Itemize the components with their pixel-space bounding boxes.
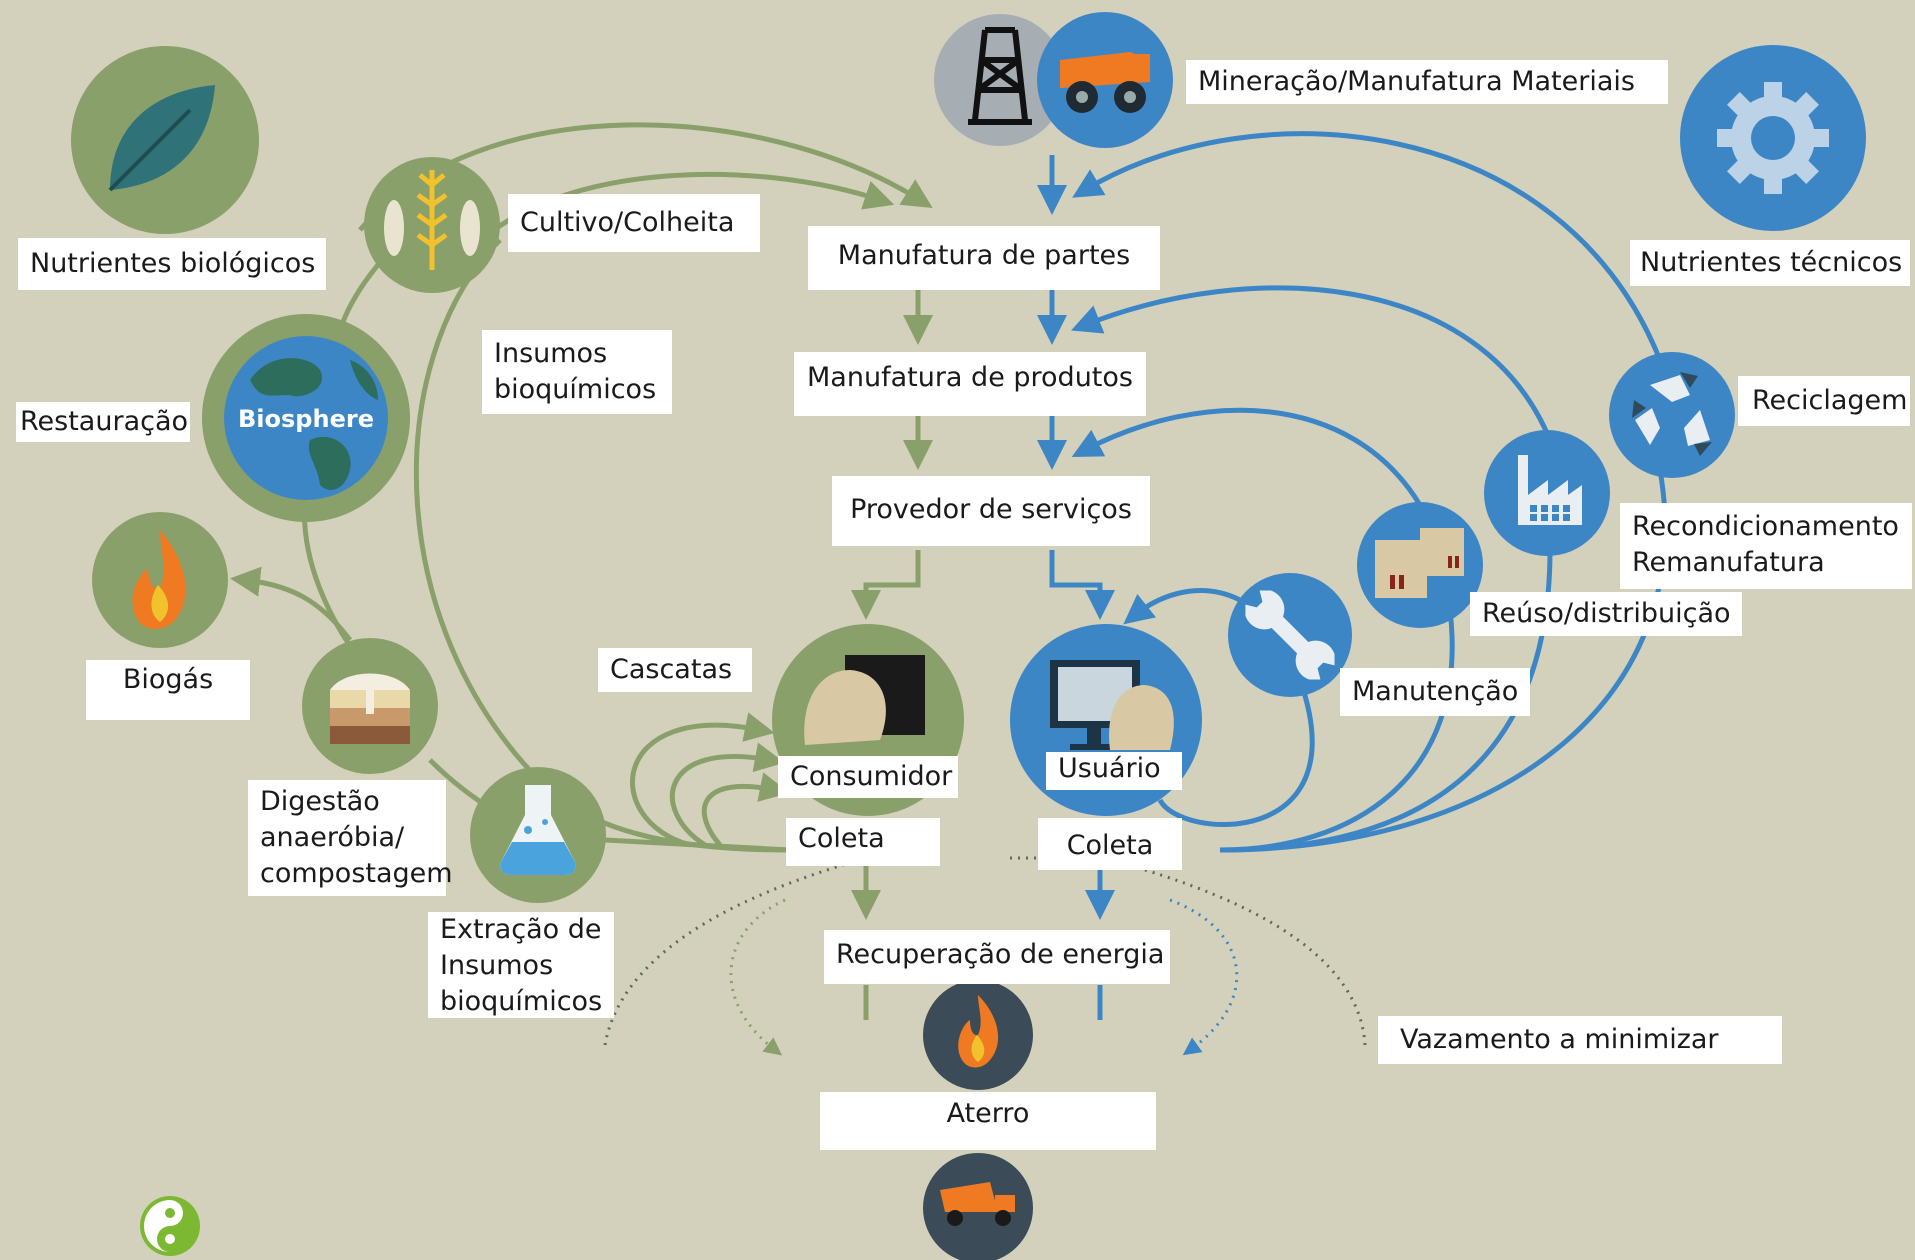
biochem-inputs-label: Insumos bioquímicos [482, 330, 672, 414]
refurbish-label: Recondicionamento Remanufatura [1620, 503, 1912, 589]
restoration-label: Restauração [16, 402, 190, 442]
extraction-label: Extração de Insumos bioquímicos [428, 912, 614, 1018]
cascades-label: Cascatas [598, 648, 752, 692]
collection-bio-label: Coleta [786, 818, 940, 866]
mining-truck-icon [1037, 12, 1173, 148]
wrench-icon [1228, 573, 1352, 697]
tech-loop-maintenance [1123, 588, 1242, 625]
mining-label: Mineração/Manufatura Materiais [1186, 60, 1668, 104]
biosphere-label: Biosphere [238, 405, 374, 433]
products-label: Manufatura de produtos [794, 352, 1146, 416]
maintenance-label: Manutenção [1340, 668, 1530, 716]
factory-icon [1484, 430, 1610, 556]
dump-truck-icon [923, 1153, 1033, 1260]
gear-icon [1680, 45, 1866, 231]
fire-icon [92, 512, 228, 648]
recycle-icon [1609, 352, 1735, 478]
user-label: Usuário [1046, 752, 1182, 790]
tech-loop-reuse [1071, 407, 1423, 507]
biogas-label: Biogás [86, 660, 250, 720]
cascade-1 [630, 712, 775, 848]
digestion-label: Digestão anaeróbia/ compostagem [248, 780, 453, 896]
yin-yang-logo-icon [140, 1196, 200, 1256]
recycling-label: Reciclagem [1738, 376, 1910, 426]
energy-fire-icon [923, 980, 1033, 1090]
bio-collection-line [604, 837, 791, 853]
cascade-3 [701, 772, 790, 847]
tech-loop-recycling [1072, 131, 1663, 361]
oil-rig-icon [934, 14, 1066, 146]
collection-tech-label: Coleta [1038, 818, 1182, 870]
consumer-label: Consumidor [778, 756, 958, 798]
cultivation-label: Cultivo/Colheita [508, 194, 760, 252]
wheat-fish-icon [364, 157, 500, 293]
services-label: Provedor de serviços [832, 476, 1150, 546]
boxes-icon [1357, 502, 1483, 628]
biogas-arrow [230, 566, 352, 642]
tech-loop-refurbish [1071, 285, 1553, 441]
energy-recovery-label: Recuperação de energia [824, 930, 1170, 984]
leaf-icon [71, 46, 259, 234]
parts-label: Manufatura de partes [808, 226, 1160, 290]
leakage-label: Vazamento a minimizar [1378, 1016, 1782, 1064]
landfill-label: Aterro [820, 1092, 1156, 1150]
tech-nutrients-label: Nutrientes técnicos [1630, 240, 1910, 286]
globe-icon: Biosphere [202, 314, 410, 522]
flask-icon [470, 767, 606, 903]
bio-nutrients-label: Nutrientes biológicos [18, 238, 326, 290]
soil-layers-icon [302, 638, 438, 774]
cascade-2 [669, 742, 785, 848]
reuse-label: Reúso/distribuição [1470, 592, 1742, 636]
